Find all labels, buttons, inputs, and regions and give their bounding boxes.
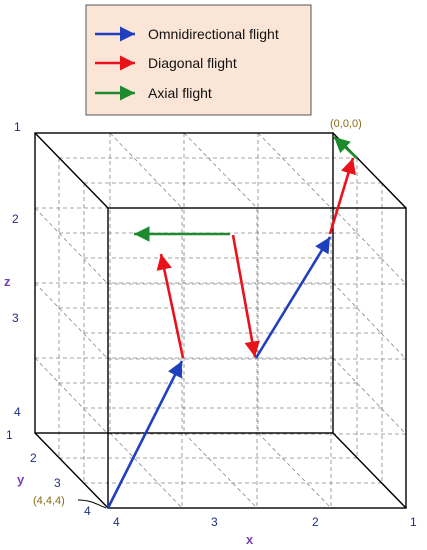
start-label-leader [77,499,107,509]
z-tick-2: 2 [12,212,19,226]
diagonal-arrow-1 [156,253,185,359]
x-tick-4: 4 [113,515,120,529]
x-ticks: 4 3 2 1 [113,515,417,529]
flight-paths [106,136,358,509]
origin-label: (0,0,0) [330,118,362,130]
legend-omnidirectional-label: Omnidirectional flight [148,26,279,42]
diagonal-arrow-3 [328,157,356,235]
x-tick-1: 1 [410,515,417,529]
cube-edges [34,132,407,509]
legend-diagonal-label: Diagonal flight [148,55,237,71]
diagonal-arrow-2 [231,234,260,358]
x-tick-2: 2 [312,515,319,529]
legend-axial-label: Axial flight [148,85,212,101]
z-tick-4: 4 [14,405,21,419]
z-tick-1: 1 [14,120,21,134]
x-axis-label: x [246,532,254,547]
y-tick-3: 3 [54,476,61,490]
z-ticks: 1 2 3 4 [12,120,21,419]
axial-arrow-2 [333,136,358,159]
x-tick-3: 3 [211,515,218,529]
y-tick-2: 2 [30,451,37,465]
omnidirectional-arrow-1 [106,360,184,509]
z-tick-3: 3 [12,311,19,325]
legend: Omnidirectional flight Diagonal flight A… [85,4,312,116]
y-axis-label: y [17,472,25,487]
y-tick-4: 4 [84,504,91,518]
y-ticks: 1 2 3 4 [6,428,91,518]
start-label: (4,4,4) [33,495,65,507]
z-axis-label: z [4,274,11,289]
omnidirectional-arrow-2 [254,236,332,359]
y-tick-1: 1 [6,428,13,442]
